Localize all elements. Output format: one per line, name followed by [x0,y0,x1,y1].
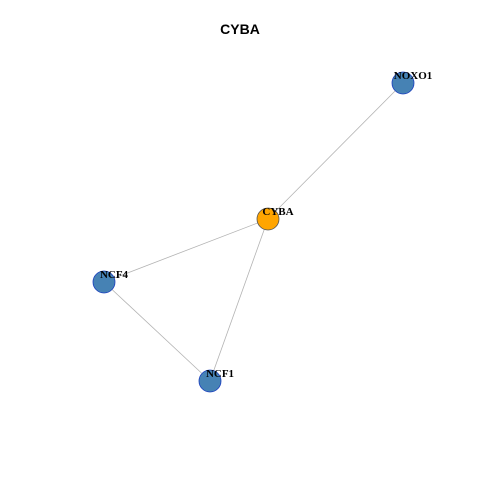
node-label-cyba: CYBA [262,206,293,218]
edge-ncf4-ncf1 [103,281,211,382]
node-label-ncf1: NCF1 [206,368,234,380]
page-title: CYBA [220,21,260,37]
node-circle-noxo1[interactable] [391,71,415,95]
node-label-noxo1: NOXO1 [394,70,433,82]
edge-cyba-noxo1 [267,82,404,220]
node-noxo1[interactable]: NOXO1 [391,70,433,95]
node-ncf1[interactable]: NCF1 [198,368,234,393]
node-circle-ncf1[interactable] [198,369,222,393]
edge-cyba-ncf4 [103,218,269,283]
node-circle-ncf4[interactable] [92,270,116,294]
node-label-ncf4: NCF4 [100,269,129,281]
edge-cyba-ncf1 [209,218,269,382]
node-ncf4[interactable]: NCF4 [92,269,129,294]
node-circle-cyba[interactable] [256,207,280,231]
node-cyba[interactable]: CYBA [256,206,294,231]
edge-layer [103,82,404,382]
